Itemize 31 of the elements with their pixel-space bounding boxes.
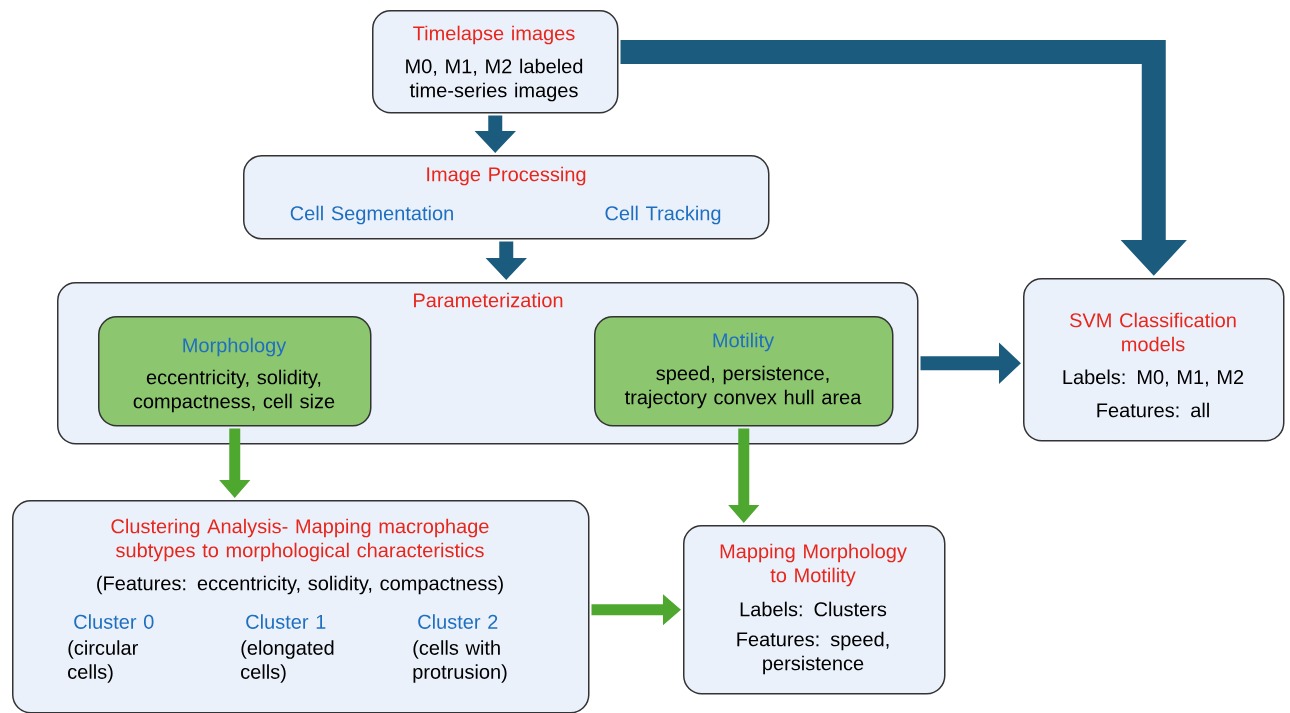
box-text: Features: all (1097, 402, 1209, 418)
process-box (1023, 278, 1285, 442)
cluster-heading: Cluster 2 (418, 614, 498, 629)
process-box (243, 155, 770, 240)
process-box (683, 525, 946, 695)
cluster-text: (circular cells) (68, 640, 138, 683)
parameter-box (594, 316, 894, 427)
parameter-box (98, 316, 372, 427)
box-text: (Features: eccentricity, solidity, compactness) (97, 575, 503, 595)
box-title: Parameterization (414, 292, 563, 308)
process-box (372, 10, 619, 114)
cluster-heading: Cluster 1 (246, 614, 326, 629)
cluster-text: (elongated cells) (241, 640, 334, 683)
box-text: Features: speed, persistence (737, 631, 889, 675)
box-subtitle: Cell Tracking (605, 205, 721, 225)
process-box (12, 500, 590, 713)
box-text: speed, persistence, trajectory convex hull area (624, 365, 862, 409)
box-title: Timelapse images (413, 25, 575, 45)
box-title: Motility (713, 332, 775, 352)
cluster-text: (cells with protrusion) (413, 640, 507, 683)
box-title: Morphology (183, 337, 287, 357)
box-text: eccentricity, solidity, compactness, cell size (133, 369, 335, 413)
box-text: Labels: M0, M1, M2 (1063, 369, 1244, 387)
box-title: Image Processing (427, 166, 586, 186)
box-title: Clustering Analysis- Mapping macrophage subtypes to morphological characteristics (111, 518, 489, 562)
box-text: M0, M1, M2 labeled time-series images (406, 58, 583, 102)
box-text: Labels: Clusters (740, 601, 887, 617)
box-title: SVM Classification models (1070, 312, 1236, 352)
cluster-heading: Cluster 0 (74, 614, 154, 629)
box-title: Mapping Morphology to Motility (720, 543, 907, 587)
box-subtitle: Cell Segmentation (290, 205, 453, 225)
